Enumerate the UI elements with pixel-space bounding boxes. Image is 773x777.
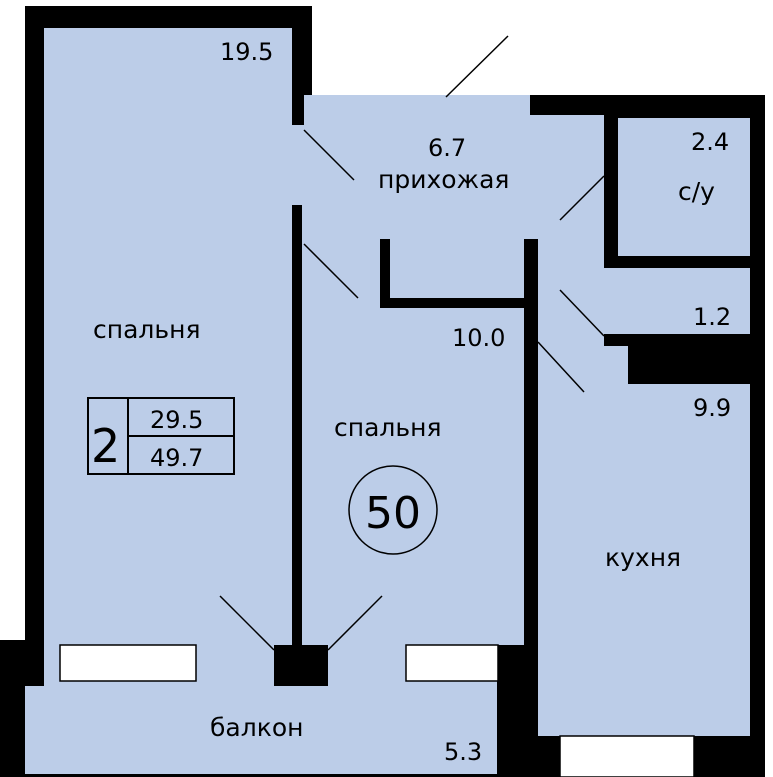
floor-bedroom-large [44,28,292,641]
wall-bedroom-large-notch [292,95,304,125]
wall-bathroom-bottom [604,256,750,268]
plan-number: 50 [365,488,421,539]
name-bathroom: с/у [678,177,715,206]
door-entrance [445,35,509,98]
rooms-count: 2 [91,419,120,473]
windows [59,644,695,777]
name-bedroom-large: спальня [93,315,201,344]
floor-balcony [25,686,497,774]
wall-balcony-right [497,645,538,777]
floor-storage [604,268,750,334]
wall-pillar [274,645,328,686]
door-bedroom-small [303,243,359,299]
wall-bathroom-left [604,115,618,193]
living-area: 29.5 [150,406,203,434]
door-balcony-right [327,595,383,651]
name-bedroom-small: спальня [334,413,442,442]
wall-bathroom-left-low [604,239,618,268]
area-hallway: 6.7 [428,134,466,162]
door-bedroom-large [303,129,355,181]
plan-number-circle [348,465,438,555]
area-balcony: 5.3 [444,738,482,766]
door-bathroom [559,175,605,221]
interior-walls [274,95,750,777]
area-kitchen: 9.9 [693,394,731,422]
door-kitchen [537,341,585,393]
window-kitchen [559,735,695,777]
name-balcony: балкон [210,713,303,742]
wall-kitchen-notch [628,334,750,384]
area-storage: 1.2 [693,303,731,331]
floor-kitchen [538,384,750,736]
wall-bedroom-small-top-left [380,239,390,305]
window-bedroom-small [405,644,499,682]
door-balcony-left [219,595,275,651]
wall-bedroom-small-top [380,298,524,308]
name-kitchen: кухня [605,543,681,572]
floor-hall-nook [304,95,530,115]
area-bathroom: 2.4 [691,128,729,156]
window-bedroom-large [59,644,197,682]
wall-bedrooms-divider [292,205,302,647]
wall-kitchen-divider [524,239,538,736]
door-storage [559,289,605,337]
summary-box [87,397,235,475]
area-bedroom-small: 10.0 [452,324,505,352]
total-area: 49.7 [150,444,203,472]
room-labels: 19.5 спальня 6.7 прихожая 2.4 с/у 1.2 10… [93,38,731,766]
floor-hallway [292,115,604,239]
name-hallway: прихожая [378,165,509,194]
area-bedroom-large: 19.5 [220,38,273,66]
door-swings [219,35,605,651]
floor-bathroom [618,118,750,256]
floor-kitchen-top [538,346,630,386]
